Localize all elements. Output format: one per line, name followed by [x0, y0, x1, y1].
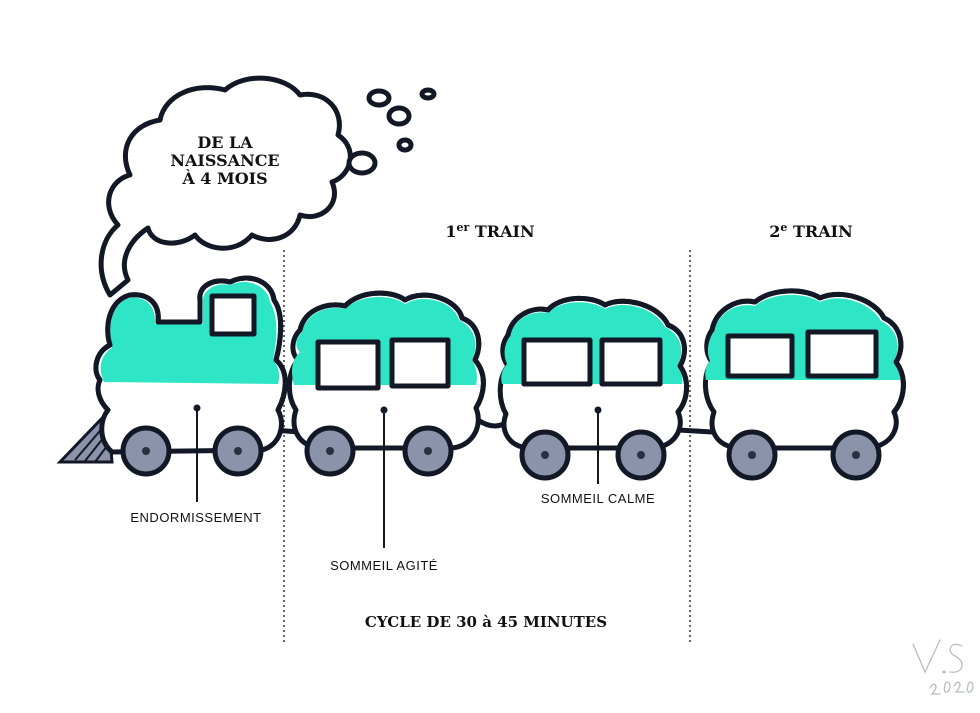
smoke-title-line-2: NAISSANCE: [170, 151, 279, 170]
locomotive-window: [209, 293, 257, 337]
train-1-ordinal-sup: er: [457, 221, 470, 234]
label-sommeil-agite: SOMMEIL AGITÉ: [330, 558, 438, 573]
wagon-1: [287, 290, 486, 477]
wagon-2-window-left: [521, 337, 593, 387]
callout-endormissement: [193, 404, 201, 502]
cycle-label: CYCLE DE 30 à 45 MINUTES: [365, 613, 607, 631]
smoke-title-line-3: À 4 MOIS: [181, 168, 267, 188]
train-2-heading: 2e TRAIN: [769, 221, 852, 241]
wagon-3: [703, 288, 906, 481]
wagon-2: [497, 295, 689, 481]
train-1-word: TRAIN: [469, 222, 534, 241]
train-2-word: TRAIN: [787, 222, 852, 241]
smoke-title-line-1: DE LA: [197, 133, 253, 152]
wagon-1-window-left: [315, 339, 381, 391]
callout-sommeil-agite: [380, 406, 388, 548]
wagon-3-window-left: [725, 333, 795, 379]
coupling-3: [675, 427, 715, 435]
smoke-cloud: [98, 75, 437, 298]
train-2-ordinal: 2: [769, 222, 780, 241]
train-1-ordinal: 1: [445, 222, 456, 241]
label-sommeil-calme: SOMMEIL CALME: [541, 491, 655, 506]
wagon-2-window-right: [599, 337, 663, 387]
callout-sommeil-calme: [594, 406, 602, 484]
label-endormissement: ENDORMISSEMENT: [130, 510, 261, 525]
train-2-ordinal-sup: e: [780, 221, 787, 234]
wagon-3-window-right: [805, 329, 879, 379]
artist-signature: [912, 639, 974, 695]
locomotive: [56, 275, 288, 477]
wagon-1-window-right: [389, 337, 451, 389]
train-1-heading: 1er TRAIN: [445, 221, 534, 241]
